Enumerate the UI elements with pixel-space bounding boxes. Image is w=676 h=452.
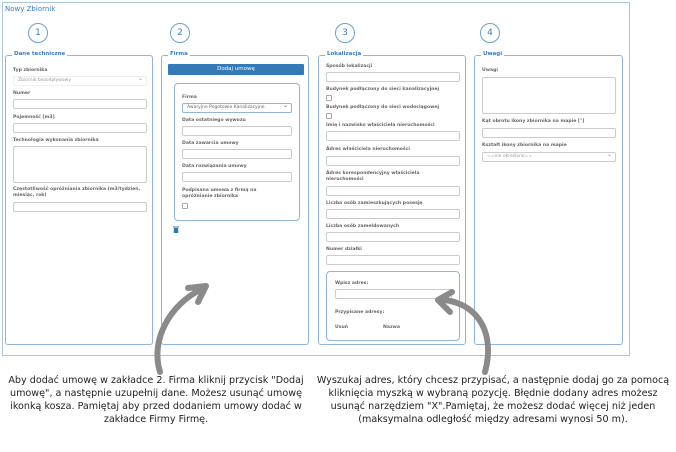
imie-input[interactable] [326, 131, 460, 141]
typ-select[interactable]: Zbiornik bezodpływowy [13, 75, 147, 86]
step-3: 3 [335, 23, 355, 43]
panel-lokalizacja: Lokalizacja Sposób lokalizacji Budynek p… [318, 51, 466, 345]
label-typ: Typ zbiornika [13, 68, 48, 73]
zameld-input[interactable] [326, 232, 460, 242]
adres-input[interactable] [326, 156, 460, 166]
trash-icon[interactable] [173, 226, 179, 233]
technologia-textarea[interactable] [13, 146, 147, 183]
firma-select[interactable]: Awaryjne Pogotowie Kanalizacyjne [182, 102, 292, 113]
label-zamieszk: Liczba osób zamieszkujących posesję [326, 201, 423, 206]
caption-firma: Aby dodać umowę w zakładce 2. Firma klik… [8, 375, 304, 425]
label-podpisana: Podpisana umowa z firmą na opróżnianie z… [182, 188, 257, 199]
label-wodoc: Budynek podłączony do sieci wodociągowej [326, 105, 440, 110]
label-data-zawarcia: Data zawarcia umowy [182, 141, 239, 146]
label-uwagi: Uwagi [482, 68, 498, 73]
numer-input[interactable] [13, 99, 147, 109]
pojemnosc-input[interactable] [13, 123, 147, 133]
kanal-checkbox[interactable] [326, 95, 332, 101]
label-dzialka: Numer działki [326, 247, 362, 252]
panel-dane-techniczne: Dane techniczne Typ zbiornika Zbiornik b… [5, 51, 153, 345]
podpisana-checkbox[interactable] [182, 203, 188, 209]
data-wywozu-input[interactable] [182, 126, 292, 136]
zamieszk-input[interactable] [326, 209, 460, 219]
sposob-input[interactable] [326, 72, 460, 82]
label-wpisz: Wpisz adres: [335, 281, 369, 286]
umowa-box: Firma Awaryjne Pogotowie Kanalizacyjne D… [174, 83, 300, 221]
panel-legend: Uwagi [481, 51, 505, 57]
label-firma: Firma [182, 95, 197, 100]
ksztalt-select[interactable]: ==nie określono== [482, 151, 616, 162]
wodoc-checkbox[interactable] [326, 113, 332, 119]
label-sposob: Sposób lokalizacji [326, 64, 373, 69]
panel-legend: Firma [168, 51, 190, 57]
kat-input[interactable] [482, 128, 616, 138]
label-data-rozwiazania: Data rozwiązania umowy [182, 164, 247, 169]
dodaj-umowe-button[interactable]: Dodaj umowę [168, 64, 304, 75]
step-4: 4 [480, 23, 500, 43]
czestotliwosc-input[interactable] [13, 202, 147, 212]
label-imie: Imię i nazwisko właściciela nieruchomośc… [326, 123, 435, 128]
label-numer: Numer [13, 91, 31, 96]
label-pojemnosc: Pojemność [m3] [13, 115, 55, 120]
caption-lokalizacja: Wyszukaj adres, który chcesz przypisać, … [316, 375, 670, 425]
label-czestotliwosc: Częstotliwość opróżniania zbiornika (m3/… [13, 187, 141, 198]
label-technologia: Technologia wykonania zbiornika [13, 138, 99, 143]
adres-kor-input[interactable] [326, 186, 460, 196]
step-1: 1 [28, 23, 48, 43]
label-data-wywozu: Data ostatniego wywozu [182, 118, 246, 123]
data-rozwiazania-input[interactable] [182, 172, 292, 182]
label-kat: Kąt obrotu ikony zbiornika na mapie [°] [482, 119, 585, 124]
label-zameld: Liczba osób zameldowanych [326, 224, 400, 229]
label-kanal: Budynek podłączony do sieci kanalizacyjn… [326, 87, 440, 92]
col-usun: Usuń [335, 325, 349, 330]
label-adres: Adres właściciela nieruchomości [326, 147, 410, 152]
label-przypisane: Przypisane adresy: [335, 310, 385, 315]
data-zawarcia-input[interactable] [182, 149, 292, 159]
page-title: Nowy Zbiornik [5, 5, 56, 13]
uwagi-textarea[interactable] [482, 77, 616, 114]
panel-legend: Lokalizacja [325, 51, 364, 57]
col-nazwa: Nazwa [383, 325, 400, 330]
label-adres-kor: Adres korespondencyjny właściciela nieru… [326, 171, 420, 182]
panel-uwagi: Uwagi Uwagi Kąt obrotu ikony zbiornika n… [474, 51, 623, 345]
form-frame [2, 2, 630, 356]
label-ksztalt: Kształt ikony zbiornika na mapie [482, 143, 567, 148]
step-2: 2 [170, 23, 190, 43]
panel-firma: Firma Dodaj umowę Firma Awaryjne Pogotow… [161, 51, 309, 345]
panel-legend: Dane techniczne [12, 51, 68, 57]
dzialka-input[interactable] [326, 255, 460, 265]
